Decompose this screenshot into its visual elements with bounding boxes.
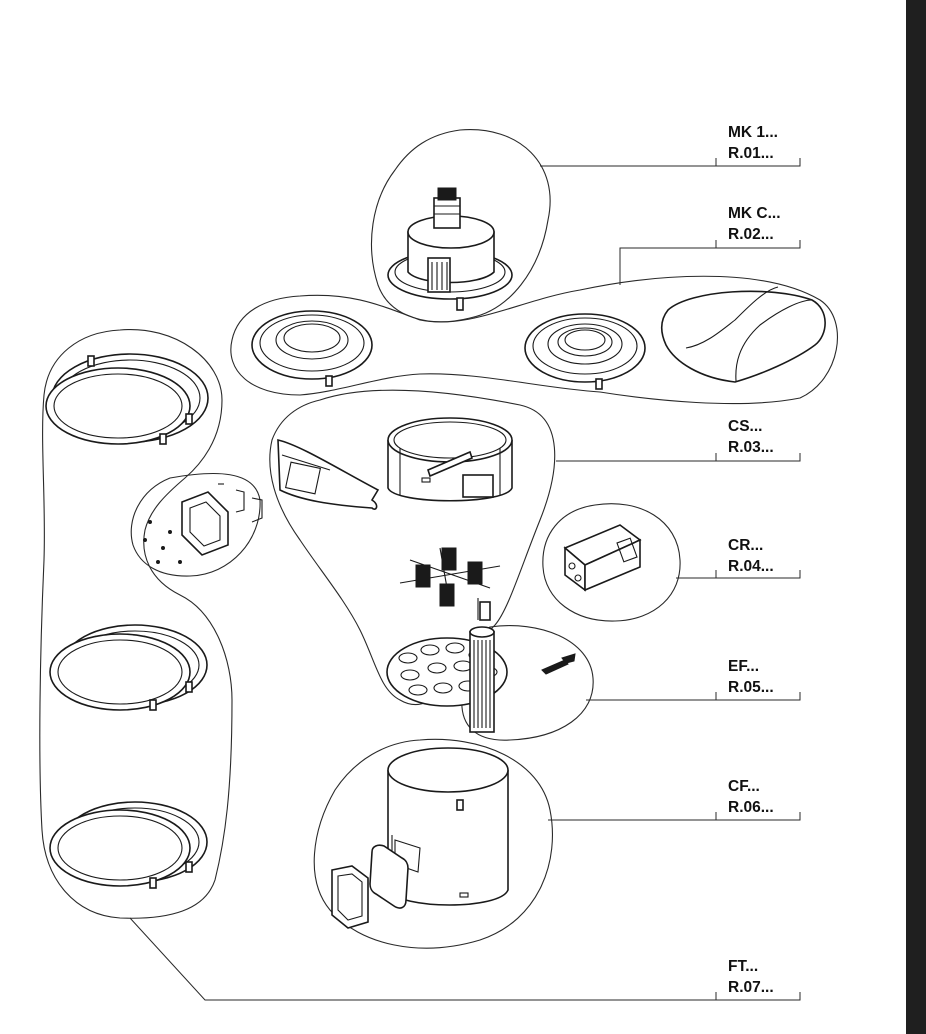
label-ref-r01[interactable]: R.01... xyxy=(728,145,774,162)
group-outline-mkc[interactable] xyxy=(230,275,838,405)
label-code-cs[interactable]: CS... xyxy=(728,418,762,435)
leader-line-r07 xyxy=(129,917,801,1001)
nozzle-cluster[interactable] xyxy=(399,547,501,621)
access-door-frame[interactable] xyxy=(331,865,369,929)
leader-line-r04 xyxy=(676,570,801,579)
flange-ring-left[interactable] xyxy=(251,310,373,387)
fastener-set[interactable] xyxy=(143,483,225,564)
leader-line-r01 xyxy=(540,158,801,167)
cylinder-shell[interactable] xyxy=(387,417,513,502)
label-ref-r05[interactable]: R.05... xyxy=(728,679,774,696)
inlet-frame[interactable] xyxy=(181,489,263,556)
access-door[interactable] xyxy=(369,844,409,909)
door-panel[interactable] xyxy=(277,438,380,510)
label-ref-r04[interactable]: R.04... xyxy=(728,558,774,575)
control-box[interactable] xyxy=(563,524,642,592)
frame-ring-top[interactable] xyxy=(45,353,209,445)
label-code-ef[interactable]: EF... xyxy=(728,658,759,675)
filter-housing[interactable] xyxy=(387,747,509,906)
frame-ring-bottom[interactable] xyxy=(49,801,208,889)
filter-cartridge[interactable] xyxy=(469,626,495,733)
label-code-mkc[interactable]: MK C... xyxy=(728,205,781,222)
leader-line-r06 xyxy=(548,812,801,821)
flange-ring-right[interactable] xyxy=(524,313,646,390)
exploded-diagram: MK 1... R.01... MK C... R.02... CS... R.… xyxy=(39,124,838,1001)
wrench-tool[interactable] xyxy=(541,653,576,675)
frame-ring-middle[interactable] xyxy=(49,624,208,711)
label-ref-r02[interactable]: R.02... xyxy=(728,226,774,243)
label-code-ft[interactable]: FT... xyxy=(728,958,758,975)
group-outline-ft[interactable] xyxy=(39,328,233,919)
label-code-mk1[interactable]: MK 1... xyxy=(728,124,778,141)
fan-motor-unit[interactable] xyxy=(387,187,513,311)
vertical-scrollbar[interactable] xyxy=(906,0,926,1034)
rain-cover[interactable] xyxy=(660,286,826,383)
group-outline-cr[interactable] xyxy=(542,503,681,622)
leader-line-r03 xyxy=(556,453,801,462)
leader-line-r05 xyxy=(586,692,801,701)
label-code-cr[interactable]: CR... xyxy=(728,537,763,554)
label-code-cf[interactable]: CF... xyxy=(728,778,760,795)
label-ref-r03[interactable]: R.03... xyxy=(728,439,774,456)
label-ref-r07[interactable]: R.07... xyxy=(728,979,774,996)
label-ref-r06[interactable]: R.06... xyxy=(728,799,774,816)
group-outline-cf[interactable] xyxy=(313,738,553,949)
leader-line-r02 xyxy=(619,240,801,285)
group-outline-ft-small[interactable] xyxy=(130,472,261,577)
